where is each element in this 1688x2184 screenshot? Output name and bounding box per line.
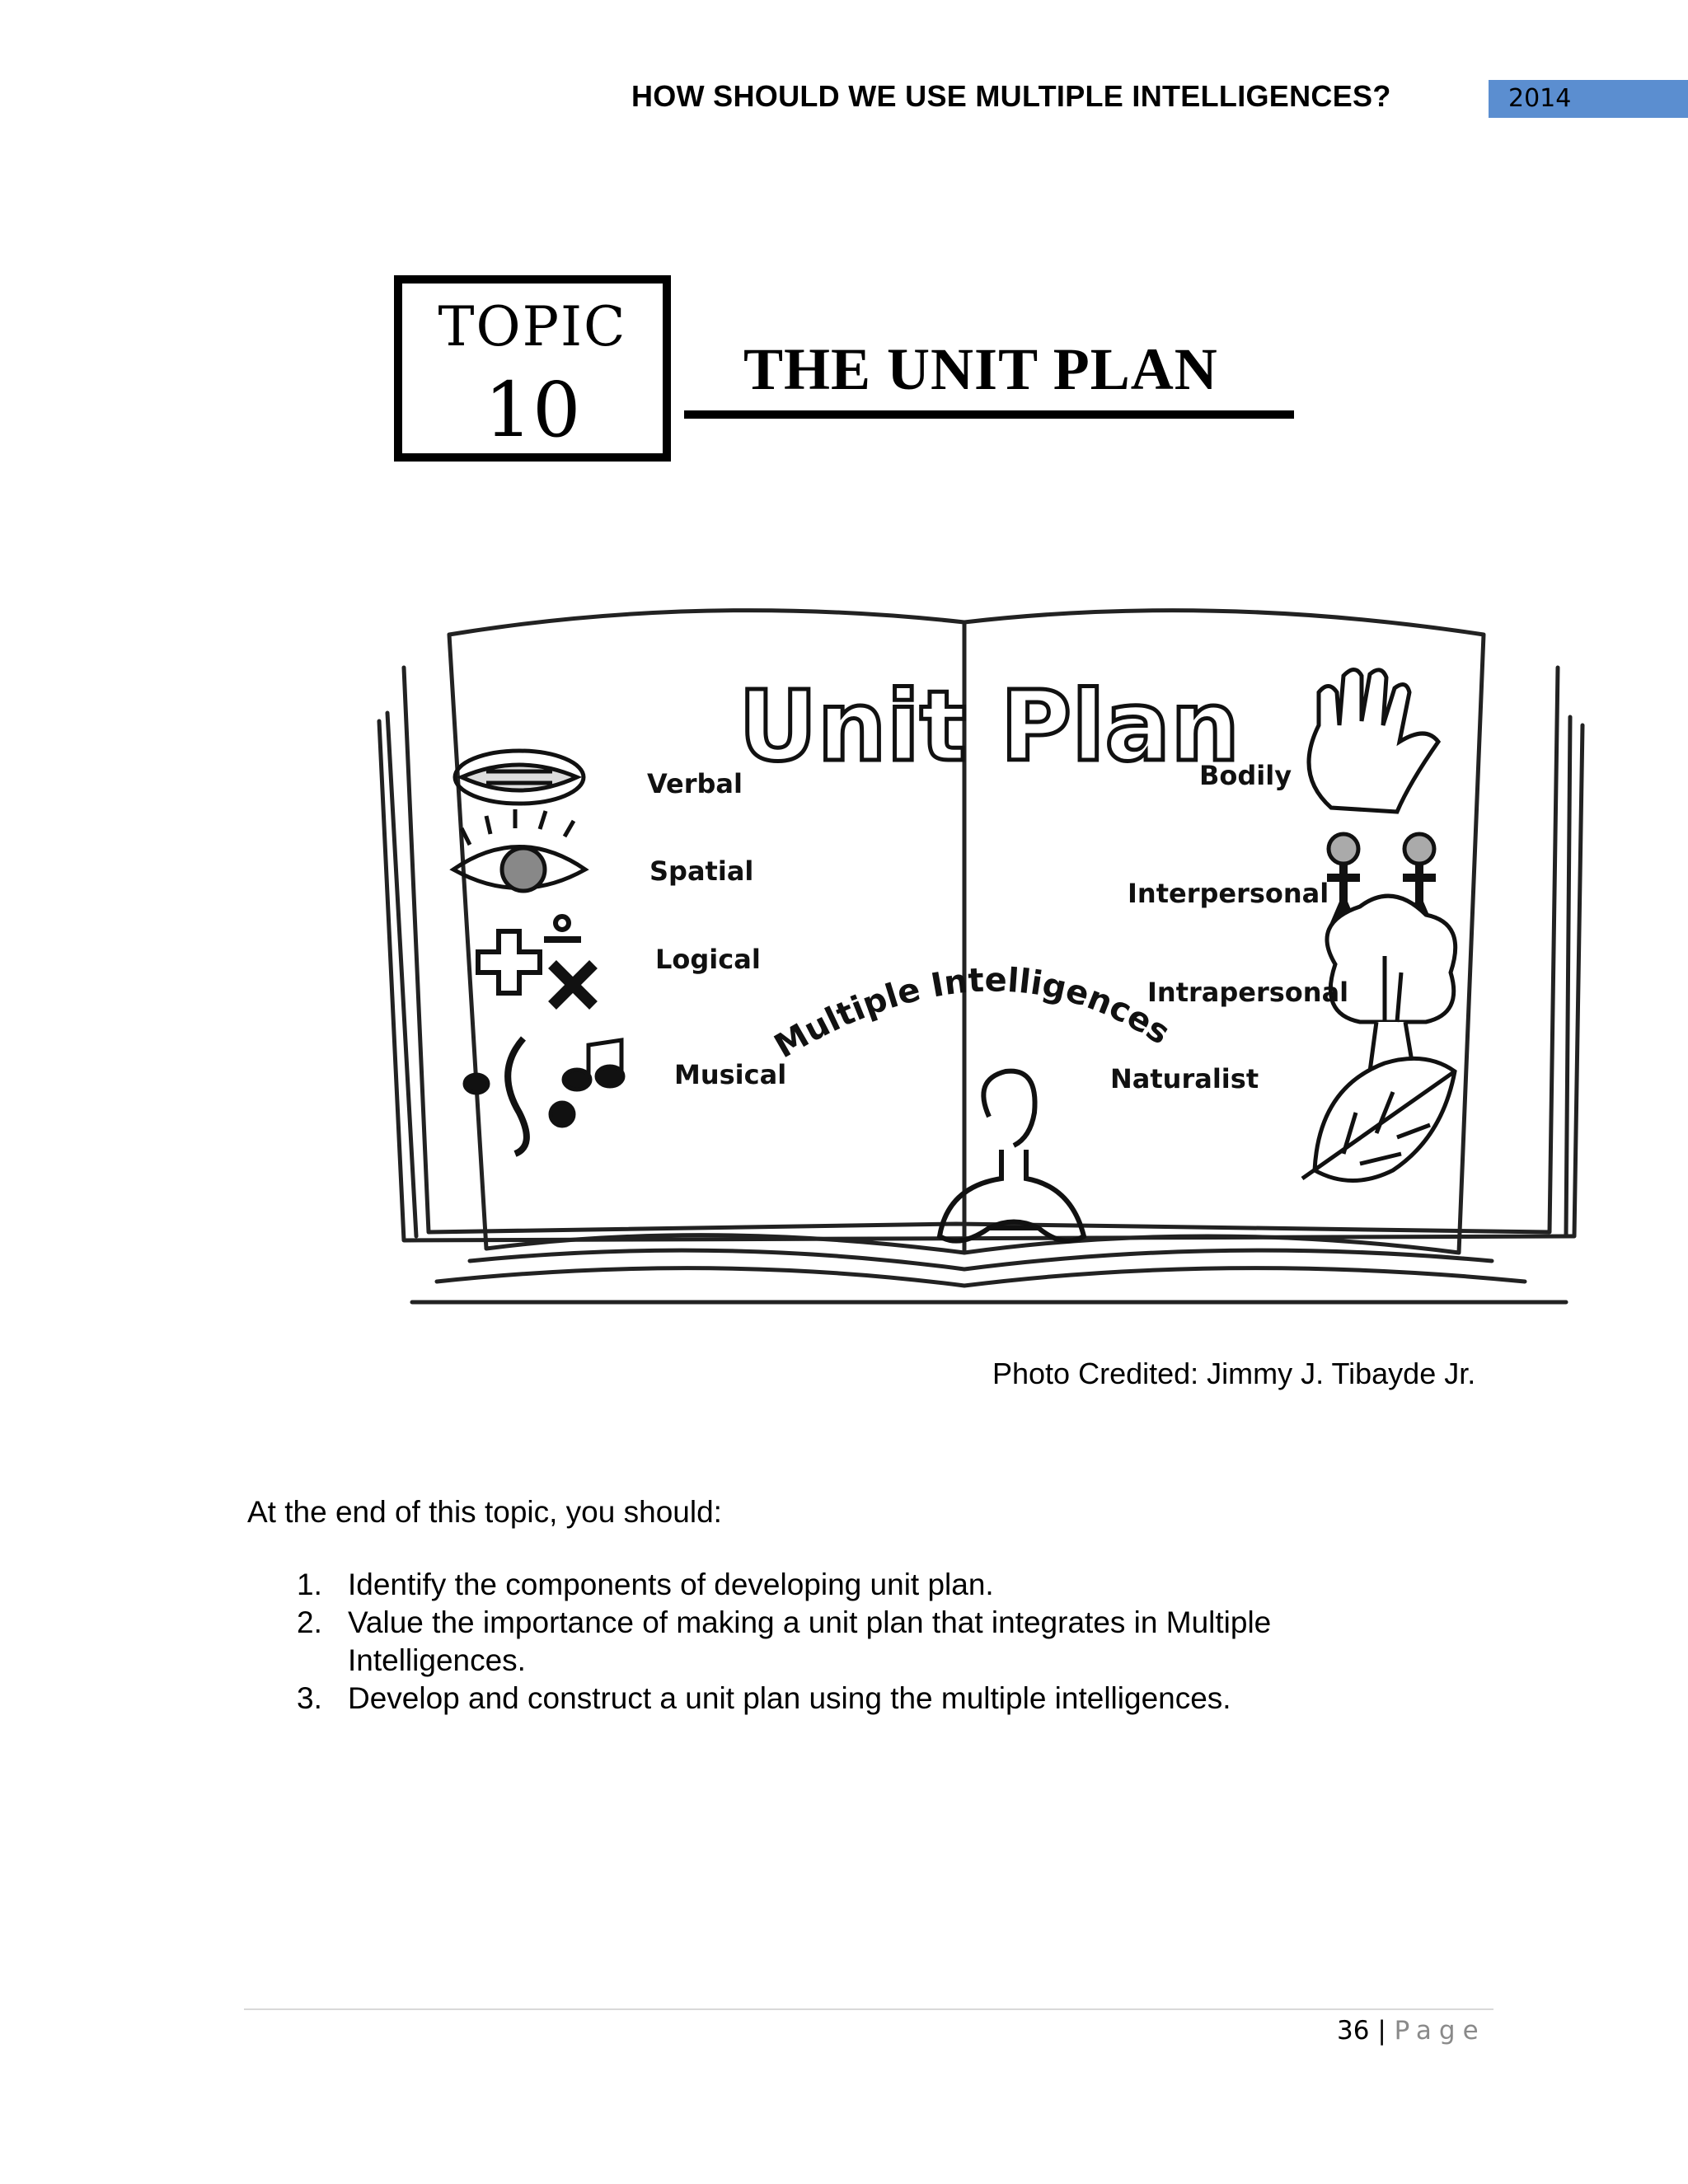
list-item: 2. Value the importance of making a unit… — [297, 1604, 1418, 1680]
people-icon — [1326, 832, 1437, 933]
list-item-number: 2. — [297, 1605, 322, 1639]
label-logical: Logical — [655, 944, 761, 975]
list-item-text: Value the importance of making a unit pl… — [348, 1605, 1272, 1677]
running-header-title: HOW SHOULD WE USE MULTIPLE INTELLIGENCES… — [631, 79, 1391, 113]
list-item-text: Identify the components of developing un… — [348, 1568, 994, 1601]
label-verbal: Verbal — [647, 768, 743, 799]
person-reading-icon — [936, 1068, 1087, 1244]
topic-title: THE UNIT PLAN — [743, 336, 1218, 402]
page-number: 36 — [1337, 2016, 1370, 2046]
hand-icon — [1306, 668, 1442, 814]
page-separator: | — [1377, 2016, 1386, 2046]
label-musical: Musical — [674, 1059, 786, 1090]
label-interpersonal: Interpersonal — [1128, 878, 1329, 909]
topic-number: 10 — [484, 366, 581, 454]
topic-word: TOPIC — [438, 295, 627, 359]
footer-divider — [244, 2008, 1493, 2010]
illustration-heading: Unit Plan — [738, 669, 1240, 783]
music-notes-icon — [462, 1036, 626, 1157]
list-item-text: Develop and construct a unit plan using … — [348, 1681, 1231, 1715]
unit-plan-book-illustration: Unit Plan Verbal Spatial Logical Musical — [377, 608, 1585, 1305]
arc-multiple-intelligences: Multiple Intelligences — [768, 961, 1176, 1066]
list-item-number: 3. — [297, 1681, 322, 1715]
topic-badge: TOPIC 10 — [394, 275, 671, 462]
label-naturalist: Naturalist — [1110, 1063, 1259, 1094]
eye-icon — [449, 809, 589, 893]
label-bodily: Bodily — [1199, 760, 1292, 791]
objectives-list: 1. Identify the components of developing… — [297, 1566, 1418, 1718]
tree-icon — [1325, 893, 1458, 1074]
arc-multiple-intelligences-text: Multiple Intelligences — [768, 961, 1176, 1066]
list-item: 1. Identify the components of developing… — [297, 1566, 1418, 1604]
leaf-icon — [1301, 1056, 1457, 1183]
photo-credit: Photo Credited: Jimmy J. Tibayde Jr. — [992, 1357, 1476, 1390]
footer-page-label: 36 | Page — [1337, 2016, 1486, 2046]
running-header-year: 2014 — [1489, 80, 1688, 118]
label-intrapersonal: Intrapersonal — [1147, 977, 1348, 1008]
list-item: 3. Develop and construct a unit plan usi… — [297, 1680, 1418, 1718]
mouth-icon — [452, 748, 586, 806]
math-symbols-icon — [476, 914, 598, 1010]
page-word: Page — [1394, 2016, 1486, 2046]
list-item-number: 1. — [297, 1568, 322, 1601]
objectives-intro: At the end of this topic, you should: — [247, 1495, 722, 1529]
topic-title-underline — [684, 410, 1294, 419]
label-spatial: Spatial — [649, 855, 753, 887]
